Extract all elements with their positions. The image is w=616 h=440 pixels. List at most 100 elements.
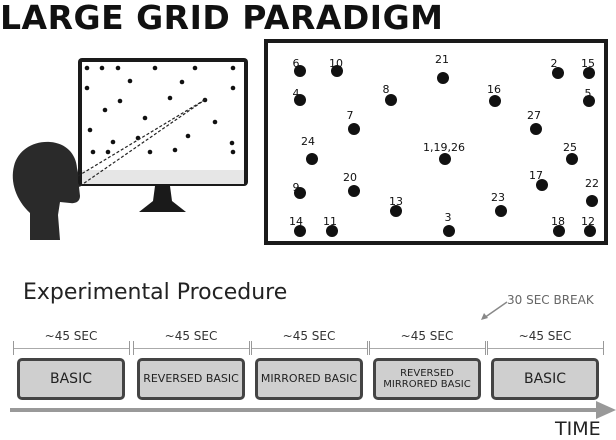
screen-dot (212, 119, 218, 125)
grid-point-label: 11 (323, 215, 337, 228)
condition-block-label: MIRRORED BASIC (260, 371, 358, 385)
grid-point-label: 5 (584, 87, 592, 100)
head-silhouette-icon (12, 141, 86, 240)
screen-dot (110, 139, 116, 145)
grid-point-label: 23 (491, 191, 505, 204)
screen-dot (230, 85, 236, 91)
block-duration-label: ~45 SEC (162, 329, 220, 343)
screen-dot (230, 65, 236, 71)
grid-point-dot (583, 95, 595, 107)
duration-tick (485, 341, 486, 355)
grid-point-dot (552, 67, 564, 79)
grid-point-dot (536, 179, 548, 191)
grid-point-label: 8 (382, 83, 390, 96)
screen-dot (167, 95, 173, 101)
screen-dot (84, 65, 90, 71)
condition-block: BASIC (491, 358, 599, 400)
grid-point-dot (439, 153, 451, 165)
duration-bracket (251, 348, 367, 349)
grid-point-label: 1,19,26 (423, 141, 465, 154)
grid-point-dot (385, 94, 397, 106)
block-duration-label: ~45 SEC (280, 329, 338, 343)
grid-point-label: 2 (550, 57, 558, 70)
procedure-timeline: ~45 SEC BASIC ~45 SEC REVERSED BASIC ~45 SEC… (13, 320, 604, 410)
grid-point-dot (348, 185, 360, 197)
screen-dot (229, 140, 235, 146)
screen-dot (87, 127, 93, 133)
duration-bracket (487, 348, 603, 349)
condition-block: MIRRORED BASIC (255, 358, 363, 400)
grid-point-label: 3 (444, 211, 452, 224)
screen-dot (102, 107, 108, 113)
duration-tick (369, 341, 370, 355)
grid-point-label: 27 (527, 109, 541, 122)
monitor-icon (78, 58, 248, 212)
grid-point-label: 25 (563, 141, 577, 154)
grid-point-label: 24 (301, 135, 315, 148)
grid-point-label: 17 (529, 169, 543, 182)
duration-tick (249, 341, 250, 355)
grid-point-dot (294, 94, 306, 106)
duration-tick (251, 341, 252, 355)
screen-dot (192, 65, 198, 71)
duration-tick (133, 341, 134, 355)
screen-dot (142, 115, 148, 121)
grid-point-label: 4 (292, 87, 300, 100)
grid-point-dot (553, 225, 565, 237)
grid-point-label: 14 (289, 215, 303, 228)
grid-point-dot (294, 187, 306, 199)
screen-dot (230, 149, 236, 155)
grid-point-dot (326, 225, 338, 237)
duration-tick (367, 341, 368, 355)
grid-point-label: 20 (343, 171, 357, 184)
grid-point-dot (489, 95, 501, 107)
condition-block: BASIC (17, 358, 125, 400)
condition-block-label: BASIC (524, 370, 566, 387)
duration-tick (603, 341, 604, 355)
condition-block-label: BASIC (50, 370, 92, 387)
screen-dot (185, 133, 191, 139)
screen-dot (90, 149, 96, 155)
grid-point-dot (443, 225, 455, 237)
gaze-lines-icon (77, 98, 207, 187)
duration-bracket (133, 348, 249, 349)
grid-point-label: 12 (581, 215, 595, 228)
grid-point-label: 18 (551, 215, 565, 228)
grid-point-label: 21 (435, 53, 449, 66)
screen-dot (105, 149, 111, 155)
grid-point-dot (530, 123, 542, 135)
screen-dot (117, 98, 123, 104)
grid-point-dot (584, 225, 596, 237)
procedure-title: Experimental Procedure (23, 280, 288, 305)
grid-point-dot (583, 67, 595, 79)
grid-point-dot (495, 205, 507, 217)
grid-point-dot (294, 65, 306, 77)
grid-point-label: 7 (346, 109, 354, 122)
screen-dot (147, 149, 153, 155)
screen-dot (172, 147, 178, 153)
screen-dot (115, 65, 121, 71)
duration-tick (487, 341, 488, 355)
screen-dot (179, 79, 185, 85)
duration-tick (13, 341, 14, 355)
duration-tick (129, 341, 130, 355)
condition-block: REVERSED BASIC (137, 358, 245, 400)
time-arrow-icon (596, 401, 616, 419)
block-duration-label: ~45 SEC (42, 329, 100, 343)
grid-point-dot (331, 65, 343, 77)
condition-block-label: REVERSED BASIC (143, 371, 239, 385)
grid-point-dot (566, 153, 578, 165)
screen-dot (152, 65, 158, 71)
grid-point-dot (306, 153, 318, 165)
participant-monitor-illustration (12, 58, 248, 240)
arrow-icon (481, 301, 508, 320)
block-duration-label: ~45 SEC (516, 329, 574, 343)
duration-bracket (369, 348, 485, 349)
time-label: TIME (555, 418, 601, 440)
grid-point-dot (348, 123, 360, 135)
figure-title: LARGE GRID PARADIGM (0, 0, 444, 37)
grid-point-label: 16 (487, 83, 501, 96)
screen-dot (84, 85, 90, 91)
